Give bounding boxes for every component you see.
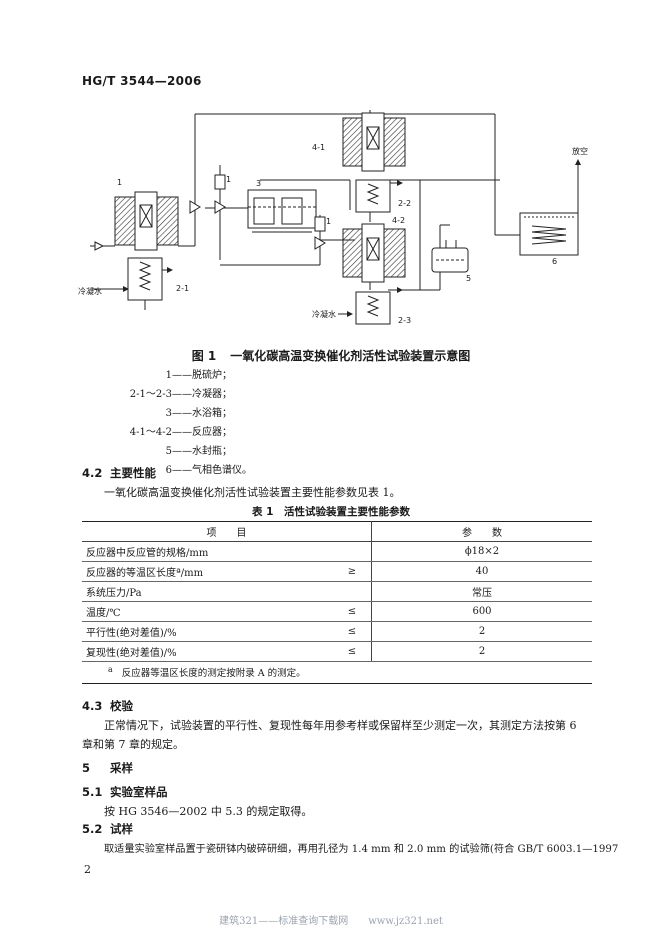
label-6: 6 bbox=[552, 257, 557, 266]
label-2-2: 2-2 bbox=[398, 199, 411, 208]
figure-legend: 1——脱硫炉； 2-1～2-3——冷凝器； 3——水浴箱； 4-1～4-2——反… bbox=[60, 366, 252, 480]
desulfurization-furnace-1 bbox=[114, 191, 179, 251]
label-4-1: 4-1 bbox=[312, 143, 325, 152]
table-header-row: 项 目 参 数 bbox=[82, 521, 592, 542]
table-row: 复现性(绝对差值)/%≤2 bbox=[82, 641, 592, 662]
reactor-4-1 bbox=[342, 112, 406, 172]
legend-item: 4-1～4-2——反应器； bbox=[129, 427, 232, 438]
figure-number: 图 1 bbox=[191, 349, 217, 363]
section-4-3-line1: 正常情况下，试验装置的平行性、复现性每年用参考样或保留样至少测定一次，其测定方法… bbox=[104, 719, 577, 732]
label-3: 3 bbox=[256, 179, 261, 188]
label-vent: 放空 bbox=[572, 146, 588, 156]
legend-item: 3——水浴箱； bbox=[165, 408, 232, 419]
flowmeters bbox=[214, 174, 326, 232]
reactor-4-2 bbox=[342, 223, 406, 283]
water-seal-bottle-5 bbox=[431, 240, 469, 273]
figure-caption: 图 1 一氧化碳高温变换催化剂活性试验装置示意图 bbox=[0, 347, 662, 364]
condenser-2-1 bbox=[127, 257, 163, 301]
table-note-row: a 反应器等温区长度的测定按附录 A 的测定。 bbox=[82, 661, 592, 684]
legend-item: 2-1～2-3——冷凝器； bbox=[129, 389, 232, 400]
figure-title: 一氧化碳高温变换催化剂活性试验装置示意图 bbox=[230, 349, 471, 363]
section-5-2-text: 取适量实验室样品置于瓷研钵内破碎研细，再用孔径为 1.4 mm 和 2.0 mm… bbox=[104, 844, 619, 855]
water-bath-3 bbox=[247, 189, 317, 233]
table-title: 表 1 活性试验装置主要性能参数 bbox=[252, 506, 410, 518]
table-row: 温度/℃≤600 bbox=[82, 601, 592, 622]
table-row: 平行性(绝对差值)/%≤2 bbox=[82, 621, 592, 642]
label-1: 1 bbox=[117, 178, 122, 187]
condenser-2-3 bbox=[355, 291, 391, 325]
legend-item: 6——气相色谱仪。 bbox=[165, 465, 252, 476]
legend-item: 5——水封瓶； bbox=[165, 446, 232, 457]
table-note: 反应器等温区长度的测定按附录 A 的测定。 bbox=[121, 668, 306, 680]
section-4-2-text: 一氧化碳高温变换催化剂活性试验装置主要性能参数见表 1。 bbox=[104, 486, 401, 499]
label-2-3: 2-3 bbox=[398, 316, 411, 325]
standard-code: HG/T 3544—2006 bbox=[82, 74, 202, 88]
valves bbox=[94, 200, 326, 251]
header-param: 参 数 bbox=[371, 521, 592, 542]
label-valve-b: 1 bbox=[326, 217, 331, 226]
footer-watermark[interactable]: 建筑321——标准查询下载网 www.jz321.net bbox=[219, 916, 443, 927]
label-cooling-water-1: 冷凝水 bbox=[78, 286, 102, 296]
condenser-2-2 bbox=[355, 179, 391, 213]
table-row: 反应器的等温区长度ª/mm≥40 bbox=[82, 561, 592, 582]
label-5: 5 bbox=[466, 274, 471, 283]
gas-chromatograph-6 bbox=[519, 212, 579, 256]
section-5-1-text: 按 HG 3546—2002 中 5.3 的规定取得。 bbox=[104, 805, 313, 818]
label-2-1: 2-1 bbox=[176, 284, 189, 293]
apparatus-diagram: 1 2-1 2-2 2-3 3 4-1 4-2 5 6 1 1 冷凝水 冷凝水 … bbox=[78, 110, 588, 325]
label-valve-a: 1 bbox=[226, 175, 231, 184]
section-4-3-line2: 章和第 7 章的规定。 bbox=[82, 738, 184, 751]
header-item: 项 目 bbox=[82, 521, 372, 542]
note-mark: a bbox=[108, 665, 113, 675]
label-cooling-water-2: 冷凝水 bbox=[312, 309, 336, 319]
legend-item: 1——脱硫炉； bbox=[165, 370, 232, 381]
label-4-2: 4-2 bbox=[392, 216, 405, 225]
page-number: 2 bbox=[84, 863, 91, 876]
